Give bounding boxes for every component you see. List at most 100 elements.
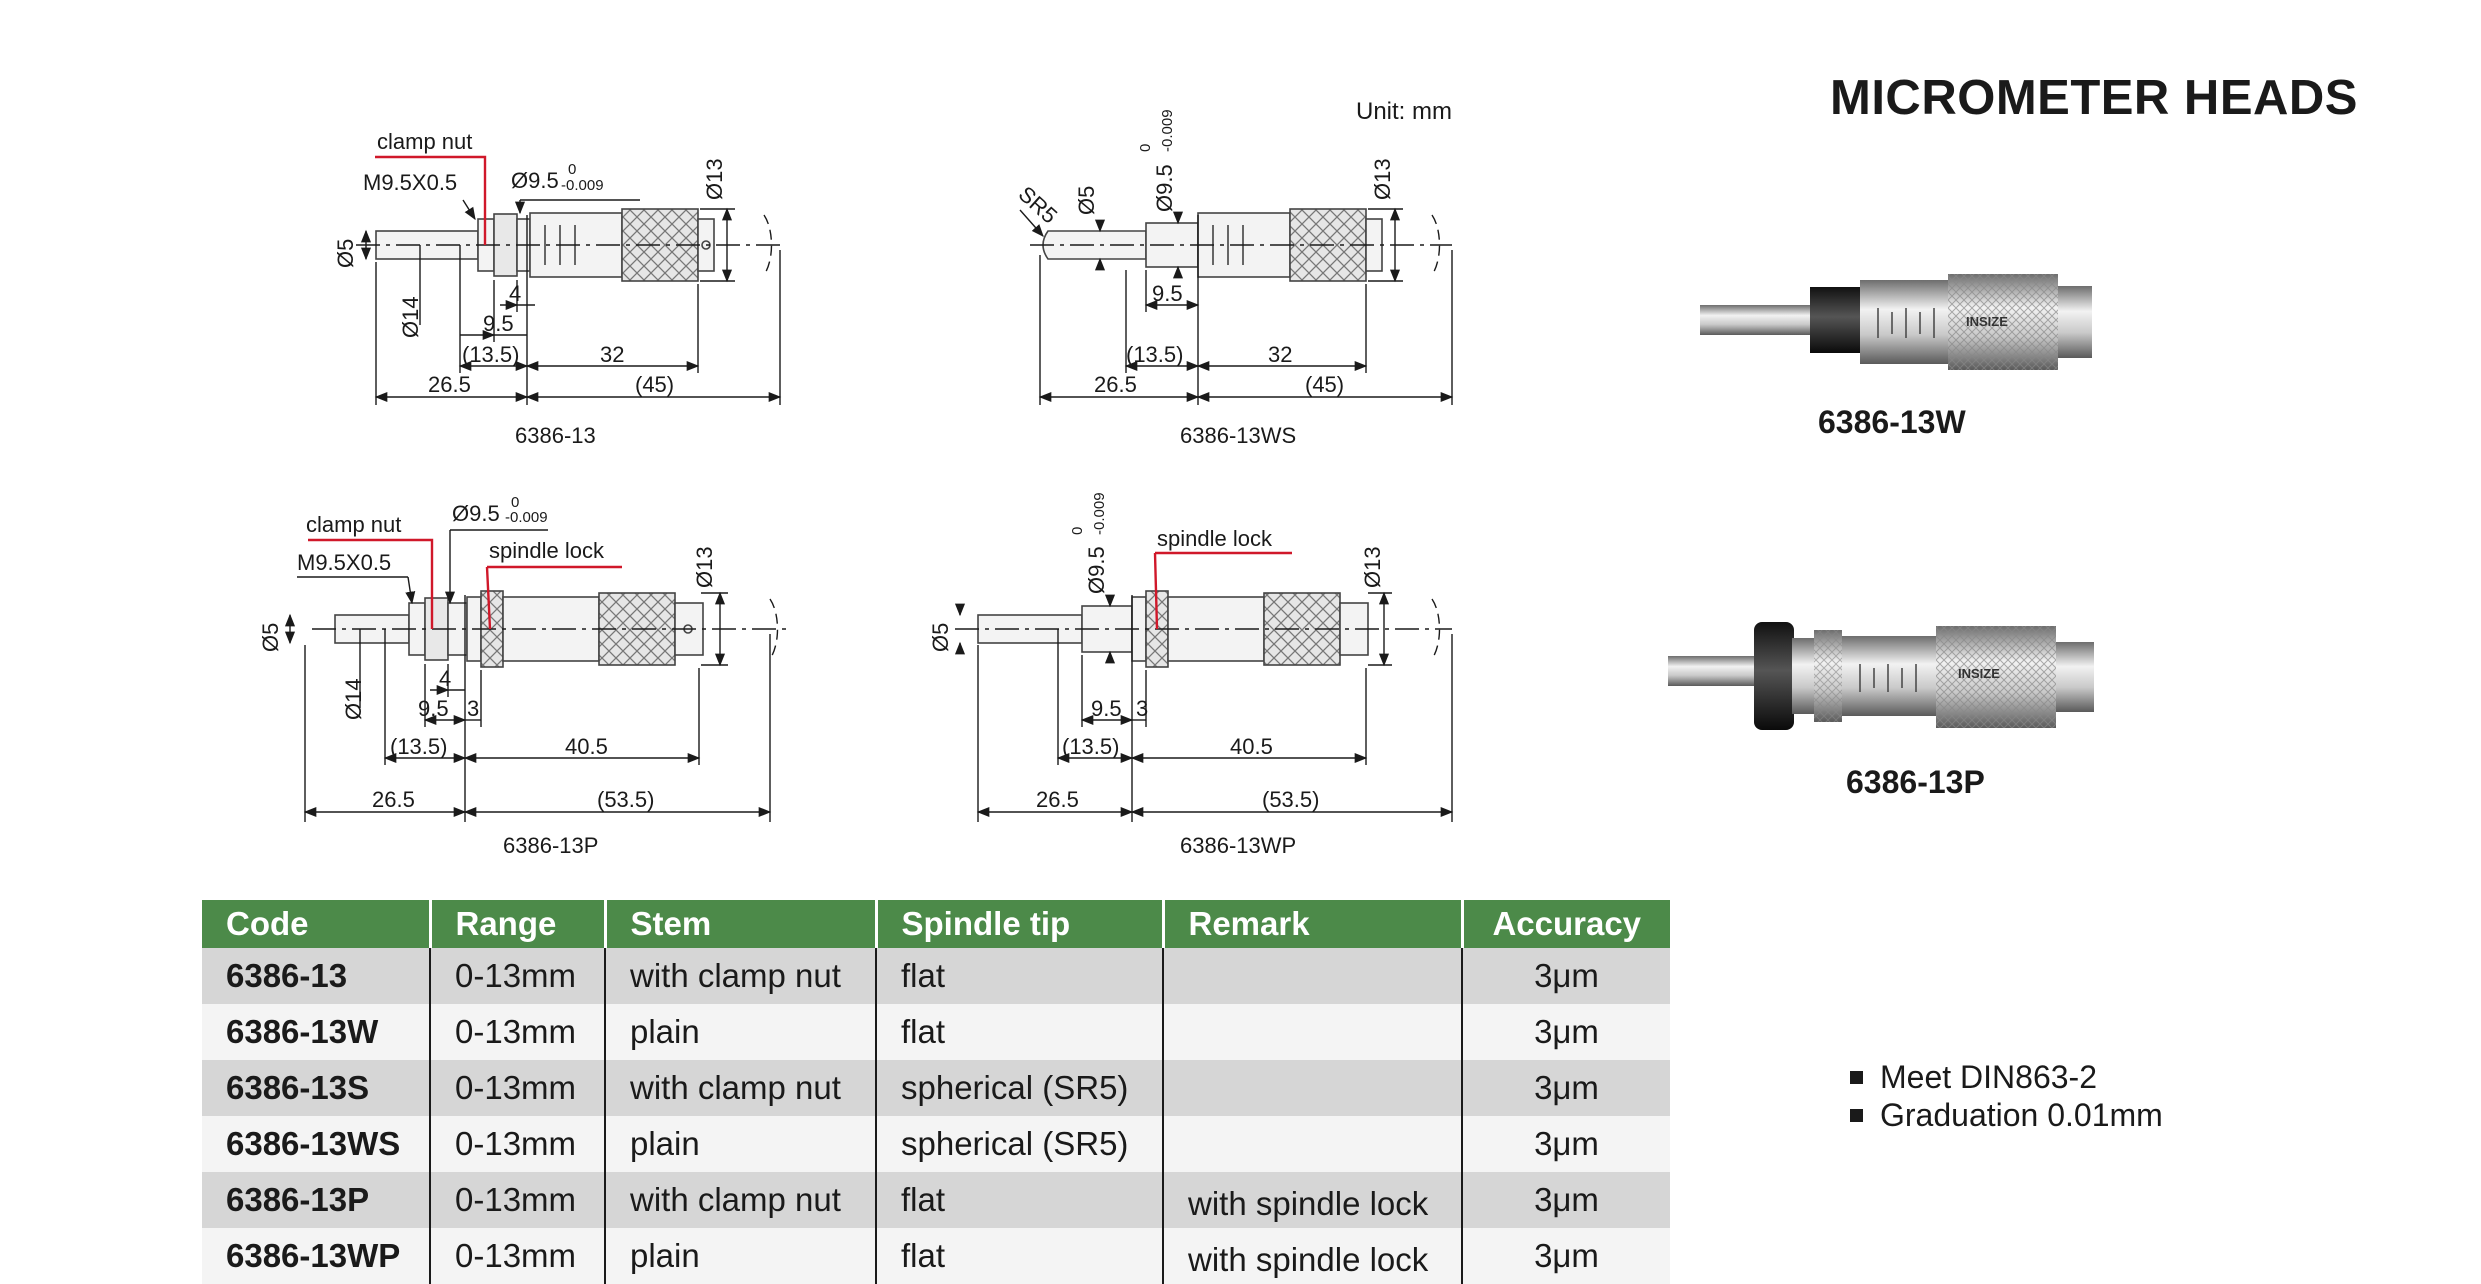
svg-text:clamp nut: clamp nut <box>306 512 401 537</box>
svg-text:Ø13: Ø13 <box>702 158 727 200</box>
cell-remark: with spindle lock <box>1163 1228 1463 1284</box>
table-row: 6386-13P 0-13mm with clamp nut flat with… <box>202 1172 1670 1228</box>
cell-stem: with clamp nut <box>605 1172 877 1228</box>
svg-text:(13.5): (13.5) <box>1062 734 1119 759</box>
svg-text:Ø14: Ø14 <box>398 296 423 338</box>
cell-spindle-tip: flat <box>876 948 1164 1004</box>
feature-text: Meet DIN863-2 <box>1880 1059 2097 1095</box>
cell-code: 6386-13 <box>202 948 431 1004</box>
svg-text:9.5: 9.5 <box>483 311 514 336</box>
table-row: 6386-13W 0-13mm plain flat 3μm <box>202 1004 1670 1060</box>
cell-code: 6386-13WP <box>202 1228 431 1284</box>
svg-text:9.5: 9.5 <box>1152 281 1183 306</box>
table-header-row: Code Range Stem Spindle tip Remark Accur… <box>202 900 1670 948</box>
cell-stem: with clamp nut <box>605 1060 877 1116</box>
col-range: Range <box>430 900 607 948</box>
cell-code: 6386-13S <box>202 1060 431 1116</box>
svg-text:(13.5): (13.5) <box>390 734 447 759</box>
svg-text:(45): (45) <box>635 372 674 397</box>
technical-drawings: clamp nut M9.5X0.5 Ø9.5 0 -0.009 Ø13 Ø5 … <box>258 109 1454 858</box>
photo-label-6386-13W: 6386-13W <box>1818 404 1966 440</box>
svg-text:-0.009: -0.009 <box>1091 492 1108 535</box>
cell-range: 0-13mm <box>430 1004 606 1060</box>
product-photo-6386-13W: INSIZE <box>1700 274 2092 370</box>
svg-text:Ø9.5: Ø9.5 <box>452 501 500 526</box>
svg-text:Ø5: Ø5 <box>1074 186 1099 215</box>
table-row: 6386-13S 0-13mm with clamp nut spherical… <box>202 1060 1670 1116</box>
cell-stem: plain <box>605 1004 877 1060</box>
spec-table: Code Range Stem Spindle tip Remark Accur… <box>202 900 1670 1284</box>
svg-text:Ø9.5: Ø9.5 <box>1084 546 1109 594</box>
svg-text:Ø13: Ø13 <box>692 546 717 588</box>
cell-spindle-tip: spherical (SR5) <box>876 1060 1164 1116</box>
table-row: 6386-13WP 0-13mm plain flat with spindle… <box>202 1228 1670 1284</box>
cell-spindle-tip: spherical (SR5) <box>876 1116 1164 1172</box>
cell-spindle-tip: flat <box>876 1228 1164 1284</box>
svg-text:M9.5X0.5: M9.5X0.5 <box>297 550 391 575</box>
table-row: 6386-13 0-13mm with clamp nut flat 3μm <box>202 948 1670 1004</box>
svg-text:SR5: SR5 <box>1014 181 1063 228</box>
cell-range: 0-13mm <box>430 1060 606 1116</box>
svg-text:Ø14: Ø14 <box>341 678 366 720</box>
svg-text:3: 3 <box>467 696 479 721</box>
svg-text:spindle lock: spindle lock <box>489 538 605 563</box>
cell-code: 6386-13W <box>202 1004 431 1060</box>
svg-text:40.5: 40.5 <box>565 734 608 759</box>
d1-caption: 6386-13 <box>515 423 596 448</box>
svg-text:26.5: 26.5 <box>428 372 471 397</box>
svg-text:40.5: 40.5 <box>1230 734 1273 759</box>
svg-text:(53.5): (53.5) <box>1262 787 1319 812</box>
svg-text:(45): (45) <box>1305 372 1344 397</box>
cell-range: 0-13mm <box>430 1116 606 1172</box>
cell-accuracy: 3μm <box>1462 948 1670 1004</box>
cell-accuracy: 3μm <box>1462 1228 1670 1284</box>
bullet-square-icon <box>1850 1070 1863 1084</box>
bullet-square-icon <box>1850 1108 1863 1122</box>
col-stem: Stem <box>605 900 878 948</box>
svg-text:32: 32 <box>600 342 624 367</box>
cell-range: 0-13mm <box>430 1228 606 1284</box>
svg-text:(53.5): (53.5) <box>597 787 654 812</box>
svg-text:spindle lock: spindle lock <box>1157 526 1273 551</box>
svg-text:Ø13: Ø13 <box>1370 158 1395 200</box>
svg-text:3: 3 <box>1136 696 1148 721</box>
cell-remark: with spindle lock <box>1163 1172 1463 1228</box>
svg-text:Ø13: Ø13 <box>1360 546 1385 588</box>
svg-text:0: 0 <box>1137 144 1154 152</box>
d2-caption: 6386-13WS <box>1180 423 1296 448</box>
cell-remark <box>1163 1116 1463 1172</box>
list-item: Meet DIN863-2 <box>1850 1058 2163 1096</box>
svg-text:0: 0 <box>1069 527 1086 535</box>
col-accuracy: Accuracy <box>1462 900 1670 948</box>
cell-remark <box>1163 1004 1463 1060</box>
svg-text:Ø5: Ø5 <box>333 239 358 268</box>
cell-range: 0-13mm <box>430 948 606 1004</box>
unit-note: Unit: mm <box>1356 98 1452 125</box>
feature-list: Meet DIN863-2 Graduation 0.01mm <box>1850 1058 2163 1134</box>
cell-stem: plain <box>605 1116 877 1172</box>
svg-text:4: 4 <box>509 281 521 306</box>
list-item: Graduation 0.01mm <box>1850 1096 2163 1134</box>
cell-accuracy: 3μm <box>1462 1060 1670 1116</box>
cell-remark <box>1163 1060 1463 1116</box>
svg-text:-0.009: -0.009 <box>505 509 548 526</box>
cell-code: 6386-13P <box>202 1172 431 1228</box>
d1-clamp-nut-label: clamp nut <box>377 129 472 154</box>
cell-stem: plain <box>605 1228 877 1284</box>
svg-text:Ø5: Ø5 <box>258 623 283 652</box>
cell-range: 0-13mm <box>430 1172 606 1228</box>
col-spindle-tip: Spindle tip <box>876 900 1165 948</box>
d1-thread-label: M9.5X0.5 <box>363 170 457 195</box>
svg-text:26.5: 26.5 <box>372 787 415 812</box>
cell-accuracy: 3μm <box>1462 1004 1670 1060</box>
svg-text:0: 0 <box>568 161 576 178</box>
svg-text:-0.009: -0.009 <box>1159 109 1176 152</box>
product-photo-6386-13P: INSIZE <box>1668 622 2094 730</box>
photo-label-6386-13P: 6386-13P <box>1846 764 1985 800</box>
svg-text:-0.009: -0.009 <box>561 177 604 194</box>
svg-text:(13.5): (13.5) <box>1126 342 1183 367</box>
cell-spindle-tip: flat <box>876 1004 1164 1060</box>
svg-text:INSIZE: INSIZE <box>1966 314 2008 329</box>
cell-spindle-tip: flat <box>876 1172 1164 1228</box>
d1-dia-spindle-label: Ø9.5 <box>511 168 559 193</box>
